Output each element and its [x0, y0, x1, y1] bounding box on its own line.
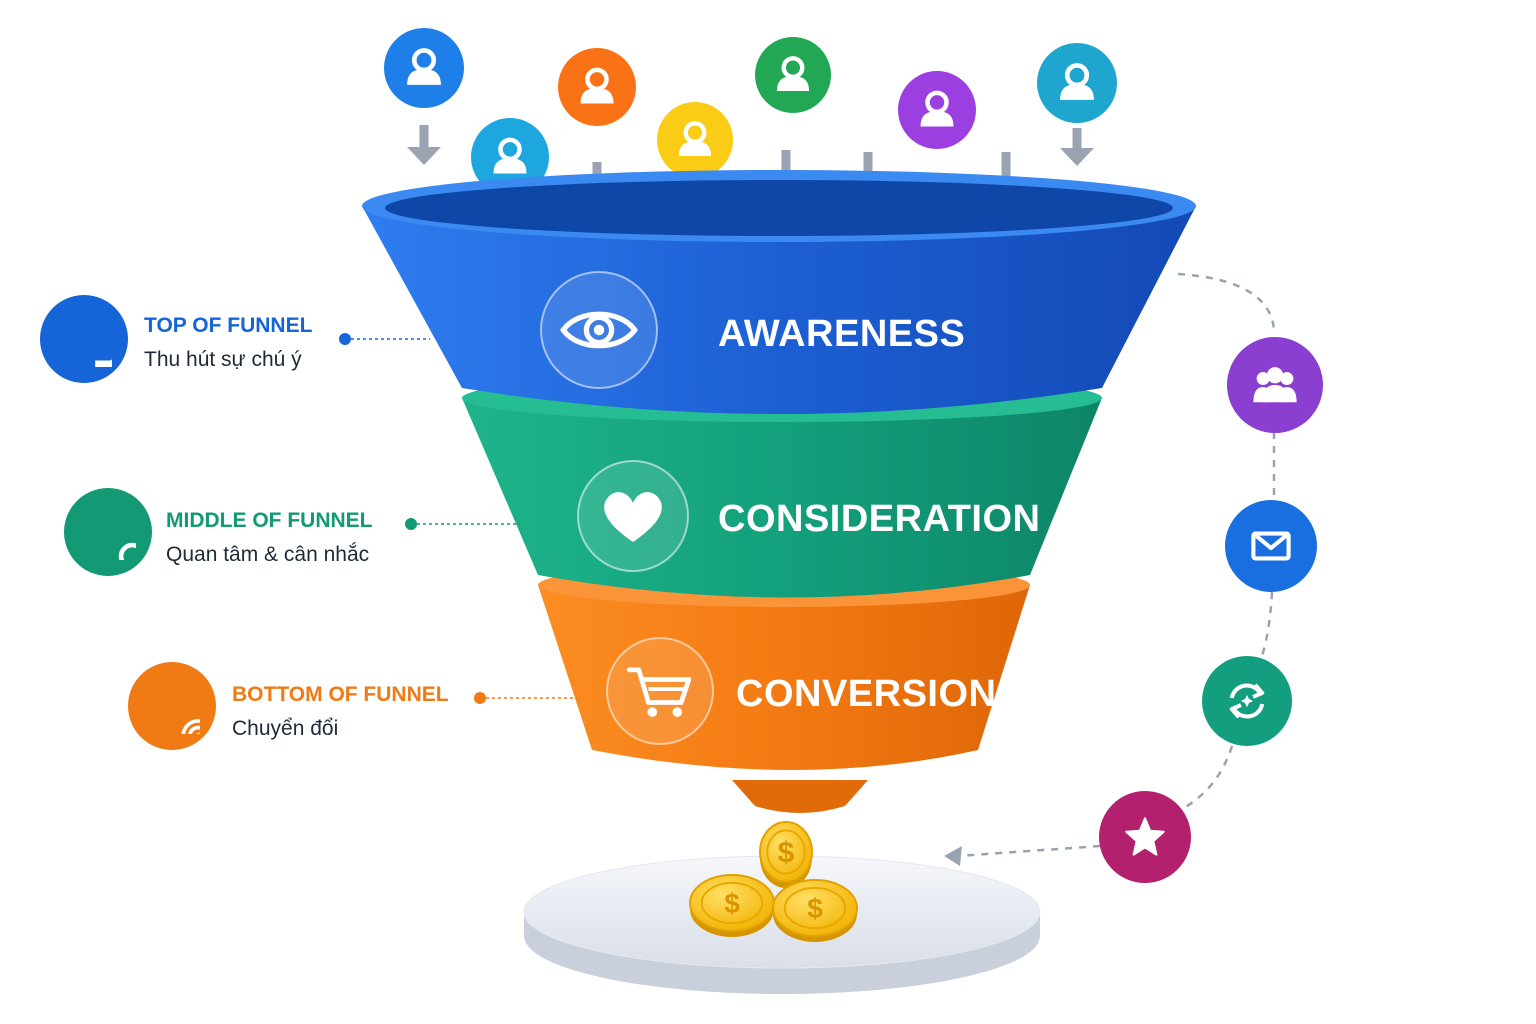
funnel-spout	[732, 780, 868, 813]
coin-icon: $	[759, 821, 813, 888]
funnel: AWARENESS CONSIDERATION CONVERSION	[362, 170, 1196, 813]
audience-group	[384, 28, 1117, 216]
down-arrow-icon	[407, 147, 441, 165]
legend-top-of-funnel: TOP OF FUNNEL Thu hút sự chú ý	[40, 295, 370, 387]
legend-bottom-of-funnel: BOTTOM OF FUNNEL Chuyển đổi	[128, 662, 468, 754]
down-arrow-icon	[1060, 148, 1094, 166]
coin-icon: $	[689, 874, 775, 937]
svg-text:$: $	[724, 888, 740, 919]
target-icon	[128, 662, 216, 750]
megaphone-icon	[40, 295, 128, 383]
funnel-opening	[385, 180, 1173, 236]
svg-text:$: $	[807, 893, 823, 924]
coin-icon: $	[772, 879, 858, 942]
loyalty-cycle	[944, 272, 1323, 883]
consideration-band	[462, 398, 1102, 598]
connector-dot	[474, 692, 486, 704]
svg-text:$: $	[778, 837, 795, 870]
cycle-node	[1227, 337, 1323, 433]
legend-title: TOP OF FUNNEL	[144, 314, 313, 337]
left-arrow-icon	[944, 846, 962, 866]
cycle-path	[957, 272, 1276, 858]
stage-label: CONVERSION	[736, 673, 996, 715]
connector-dot	[339, 333, 351, 345]
revenue-platform: $ $ $	[523, 821, 1041, 994]
legend-subtitle: Quan tâm & cân nhắc	[166, 543, 370, 566]
connector-dot	[405, 518, 417, 530]
search-icon	[64, 488, 152, 576]
legend-title: BOTTOM OF FUNNEL	[232, 683, 449, 706]
stage-label: AWARENESS	[718, 313, 965, 355]
legend-middle-of-funnel: MIDDLE OF FUNNEL Quan tâm & cân nhắc	[64, 488, 404, 580]
legend-subtitle: Thu hút sự chú ý	[144, 348, 302, 371]
legend-connectors	[339, 333, 577, 704]
legend-title: MIDDLE OF FUNNEL	[166, 509, 373, 532]
awareness-band	[362, 206, 1196, 414]
legend-subtitle: Chuyển đổi	[232, 717, 339, 740]
stage-label: CONSIDERATION	[718, 498, 1040, 540]
conversion-band	[538, 585, 1030, 770]
